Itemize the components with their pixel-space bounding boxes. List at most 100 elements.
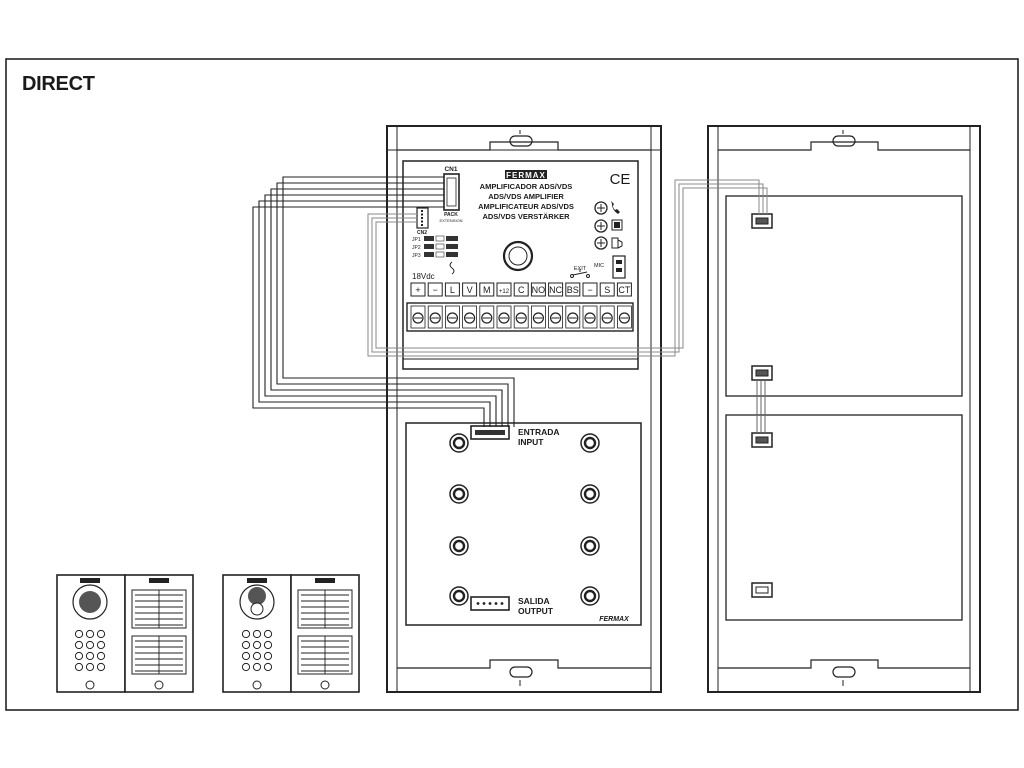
key-button xyxy=(85,629,95,639)
key-button xyxy=(96,629,106,639)
output-label-es: SALIDA xyxy=(518,596,550,606)
terminal-label-box xyxy=(599,282,615,297)
terminal-label-box xyxy=(548,282,564,297)
key-button xyxy=(85,662,95,672)
input-label-es: ENTRADA xyxy=(518,427,560,437)
panel-thumbnail-audio xyxy=(56,574,194,693)
key-button xyxy=(252,640,262,650)
keypad-icon xyxy=(241,629,273,672)
terminal-label: + xyxy=(415,285,420,295)
board-mount-holes xyxy=(449,433,600,606)
mount-hole-inner xyxy=(452,487,466,501)
svg-text:JP2: JP2 xyxy=(412,245,421,251)
cn1-connector xyxy=(443,173,460,211)
terminal-label-box xyxy=(462,282,478,297)
key-button xyxy=(241,629,251,639)
key-button xyxy=(263,640,273,650)
amplifier-name-fr: AMPLIFICATEUR ADS/VDS xyxy=(478,202,574,211)
phone-icon xyxy=(611,201,620,214)
push-button-grid xyxy=(131,589,187,675)
module-connector xyxy=(751,213,773,598)
terminal-label: M xyxy=(483,285,491,295)
terminal-label: − xyxy=(587,285,592,295)
terminal-label: L xyxy=(450,285,455,295)
key-button xyxy=(263,651,273,661)
key-button xyxy=(74,640,84,650)
board-brand: FERMAX xyxy=(599,616,630,623)
mount-hole-inner xyxy=(452,436,466,450)
terminal-label: BS xyxy=(567,285,579,295)
key-button xyxy=(85,640,95,650)
terminal-label-box xyxy=(479,282,495,297)
terminal-label-box xyxy=(582,282,598,297)
terminal-label-box xyxy=(530,282,546,297)
key-button xyxy=(96,662,106,672)
speaker-adjust-icon xyxy=(611,219,623,231)
terminal-label-box xyxy=(616,282,632,297)
key-button xyxy=(74,651,84,661)
mount-hole-inner xyxy=(583,436,597,450)
terminal-label-box xyxy=(513,282,529,297)
terminal-label-box xyxy=(565,282,581,297)
amplifier-name-de: ADS/VDS VERSTÄRKER xyxy=(482,212,570,221)
terminal-label: NO xyxy=(532,285,546,295)
diagram-title: DIRECT xyxy=(22,73,95,95)
mic-label: MIC xyxy=(594,263,604,269)
key-button xyxy=(241,640,251,650)
cn1-to-input-wiring xyxy=(252,176,515,427)
svg-text:JP3: JP3 xyxy=(412,253,421,259)
panel-thumbnail-video xyxy=(222,574,360,693)
terminal-screws xyxy=(410,305,632,329)
mount-hole-inner xyxy=(583,539,597,553)
amplifier-board: FERMAX AMPLIFICADOR ADS/VDS ADS/VDS AMPL… xyxy=(402,160,639,370)
terminal-label-box xyxy=(496,282,512,297)
output-label-en: OUTPUT xyxy=(518,606,554,616)
jumper-block: JP1 JP2 JP3 xyxy=(412,235,458,259)
terminal-label: − xyxy=(433,285,438,295)
terminal-label-box xyxy=(427,282,443,297)
cn2-label: CN2 xyxy=(417,230,427,236)
mount-hole-inner xyxy=(452,539,466,553)
key-button xyxy=(252,662,262,672)
key-button xyxy=(241,651,251,661)
terminal-label-box xyxy=(444,282,460,297)
key-button xyxy=(252,651,262,661)
amplifier-name-es: AMPLIFICADOR ADS/VDS xyxy=(480,182,573,191)
keypad-icon xyxy=(74,629,106,672)
supply-label: 18Vdc xyxy=(412,272,435,281)
mount-hole-inner xyxy=(583,589,597,603)
key-button xyxy=(74,662,84,672)
cn2-to-module-wiring xyxy=(367,179,768,357)
mount-hole-inner xyxy=(452,589,466,603)
terminal-label: V xyxy=(467,285,473,295)
terminal-label: NC xyxy=(549,285,562,295)
terminal-label: CT xyxy=(618,285,630,295)
input-label-en: INPUT xyxy=(518,437,544,447)
push-button-grid xyxy=(297,589,353,675)
mount-hole-inner xyxy=(583,487,597,501)
outdoor-panel-enclosure xyxy=(386,125,662,693)
diagram-frame xyxy=(5,58,1019,711)
terminal-label: +12 xyxy=(499,289,510,295)
expansion-board: ENTRADA INPUT SALIDA OUTPUT FERMAX xyxy=(405,422,642,626)
key-button xyxy=(252,629,262,639)
key-button xyxy=(74,629,84,639)
terminal-label: C xyxy=(518,285,525,295)
extension-label: EXTENSION xyxy=(439,218,462,223)
cn1-label: CN1 xyxy=(444,166,457,173)
ce-mark: CE xyxy=(610,171,631,188)
pack-label: PACK xyxy=(444,212,458,218)
mic-connector xyxy=(612,255,626,279)
push-button-module-bottom xyxy=(725,414,963,621)
key-button xyxy=(96,651,106,661)
key-button xyxy=(241,662,251,672)
key-button xyxy=(263,662,273,672)
exit-switch-icon xyxy=(570,269,590,278)
svg-text:JP1: JP1 xyxy=(412,237,421,243)
push-button-module-top xyxy=(725,195,963,397)
door-release-icon xyxy=(611,237,623,249)
key-button xyxy=(85,651,95,661)
outdoor-panel-enclosure-right xyxy=(707,125,981,693)
